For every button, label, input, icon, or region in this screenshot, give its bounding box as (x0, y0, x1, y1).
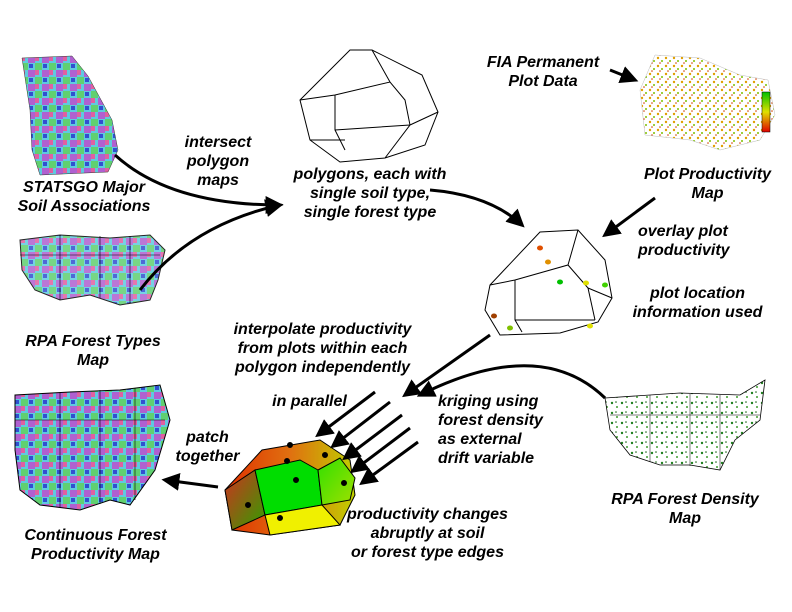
arrow-parallel-3 (342, 413, 403, 461)
arrow-patch-together (161, 472, 219, 491)
in-parallel-label: in parallel (272, 393, 347, 410)
arrow-polygons-to-overlay (429, 188, 525, 228)
polygon-outline-diagram (299, 49, 439, 163)
productivity-color-legend (761, 91, 771, 133)
plot-dot (583, 280, 589, 286)
arrow-soil-to-polygons (113, 153, 284, 214)
us-forest-types-map-image (19, 234, 166, 306)
plot-dot (507, 325, 513, 331)
arrow-parallel-1 (315, 390, 376, 438)
arrow-plot-map-to-overlay (602, 196, 656, 238)
continuous-productivity-map-image (14, 384, 171, 511)
forest-density-map-image (604, 379, 766, 471)
plot-dot (537, 245, 543, 251)
arrow-fia-to-plot-map (609, 66, 639, 84)
plot-overlay-polygons (484, 229, 613, 336)
plot-dot (491, 313, 497, 319)
arrow-density-to-interpolate (416, 364, 607, 400)
plot-dot (587, 323, 593, 329)
plot-dot (557, 279, 563, 285)
plot-productivity-map-image (639, 54, 776, 151)
arrows (113, 66, 656, 491)
arrow-forest-types-to-polygons (138, 199, 284, 291)
interpolated-productivity-polygons (224, 439, 356, 536)
plot-dot (602, 282, 608, 288)
georgia-soil-map-image (21, 55, 119, 176)
arrow-parallel-4 (350, 426, 411, 474)
arrow-parallel-2 (330, 400, 391, 449)
arrow-parallel-5 (359, 440, 419, 486)
plot-dot (545, 259, 551, 265)
